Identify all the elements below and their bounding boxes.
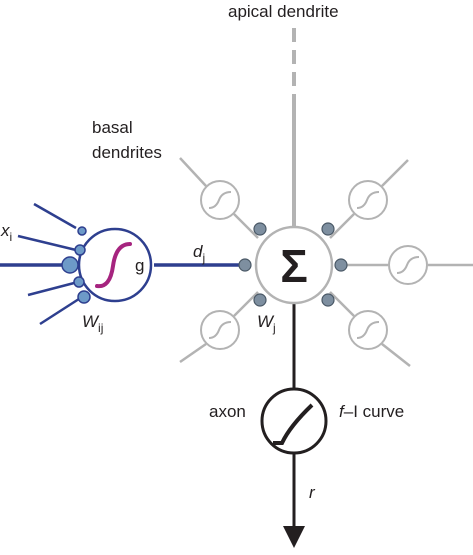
axon-line (283, 302, 305, 548)
dendrite-unit-right (388, 245, 428, 285)
nonlinearity-g-label: g (135, 256, 144, 275)
fi-curve-label: f–I curve (339, 402, 404, 421)
fi-curve-icon (273, 403, 314, 445)
axon-label: axon (209, 402, 246, 421)
dendrite-units (200, 180, 428, 350)
sum-symbol: Σ (280, 240, 308, 292)
dendrite-unit-lower-left (200, 310, 240, 350)
dendrite-unit-lower-right (348, 310, 388, 350)
soma-synapses (238, 222, 348, 307)
weight-wj-label: Wj (257, 312, 276, 335)
dendrite-dj-label: dj (193, 242, 205, 265)
soma (254, 225, 334, 305)
output-arrow (283, 526, 305, 548)
dendritic-subunit (77, 227, 153, 303)
dendrite-unit-upper-left (200, 180, 240, 220)
sigmoid-icon (95, 242, 132, 289)
input-synapses (61, 226, 91, 304)
input-lines (0, 202, 83, 326)
dendrite-unit-upper-right (348, 180, 388, 220)
weight-wij-label: Wij (82, 312, 103, 335)
output-r-label: r (309, 483, 316, 502)
basal-dendrites-label-line1: basal (92, 118, 133, 137)
fi-curve-unit (260, 387, 328, 455)
input-x-label: xi (0, 221, 12, 244)
basal-dendrite-branches (179, 157, 473, 367)
basal-dendrites-label-line2: dendrites (92, 143, 162, 162)
apical-dendrite-label: apical dendrite (228, 2, 339, 21)
